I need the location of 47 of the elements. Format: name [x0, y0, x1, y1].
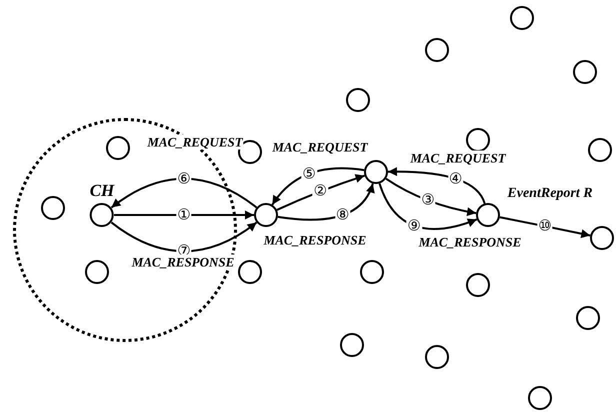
- node-circle: [41, 196, 65, 220]
- arrow: [388, 167, 486, 204]
- message-label: MAC_REQUEST: [271, 140, 369, 154]
- node-circle: [364, 160, 388, 184]
- node-circle: [85, 260, 109, 284]
- arrow: [278, 183, 374, 221]
- node-circle: [106, 136, 130, 160]
- message-label: MAC_RESPONSE: [130, 254, 236, 270]
- node-circle: [466, 273, 490, 297]
- edge-label: ⑧: [334, 208, 350, 223]
- node-circle: [346, 88, 370, 112]
- node-circle: [425, 345, 449, 369]
- edge-label: ①: [176, 208, 192, 222]
- edge-label: ②: [312, 184, 328, 199]
- node-circle: [590, 226, 614, 250]
- arrow: [271, 167, 364, 206]
- node-circle: [466, 128, 490, 152]
- edge-label: ④: [448, 171, 464, 186]
- edge-label: ⑨: [406, 218, 422, 234]
- node-circle: [360, 260, 384, 284]
- arrow: [276, 174, 365, 211]
- node-circle: [528, 386, 552, 410]
- node-circle: [476, 203, 500, 227]
- node-circle: [238, 260, 262, 284]
- edge-label: ⑩: [537, 218, 553, 234]
- node-circle: [425, 38, 449, 62]
- edge-label: ⑤: [301, 166, 317, 182]
- node-circle: [573, 60, 597, 84]
- arrow: [500, 216, 590, 238]
- node-circle: [576, 306, 600, 330]
- message-label: MAC_REQUEST: [409, 150, 507, 166]
- arrow: [110, 178, 258, 208]
- node-circle: [340, 333, 364, 357]
- node-circle: [254, 203, 278, 227]
- arrow: [378, 183, 478, 230]
- arrow: [114, 210, 254, 220]
- node-label: CH: [90, 182, 114, 199]
- message-label: MAC_RESPONSE: [418, 234, 522, 250]
- edge-label: ③: [420, 192, 436, 208]
- edge-label: ⑥: [176, 171, 192, 186]
- message-label: MAC_RESPONSE: [262, 232, 368, 248]
- node-circle: [510, 6, 534, 30]
- arrow: [110, 222, 258, 252]
- arrow: [385, 178, 476, 216]
- node-caption: EventReport R: [506, 186, 594, 202]
- message-label: MAC_REQUEST: [146, 134, 244, 150]
- node-circle: [588, 138, 612, 162]
